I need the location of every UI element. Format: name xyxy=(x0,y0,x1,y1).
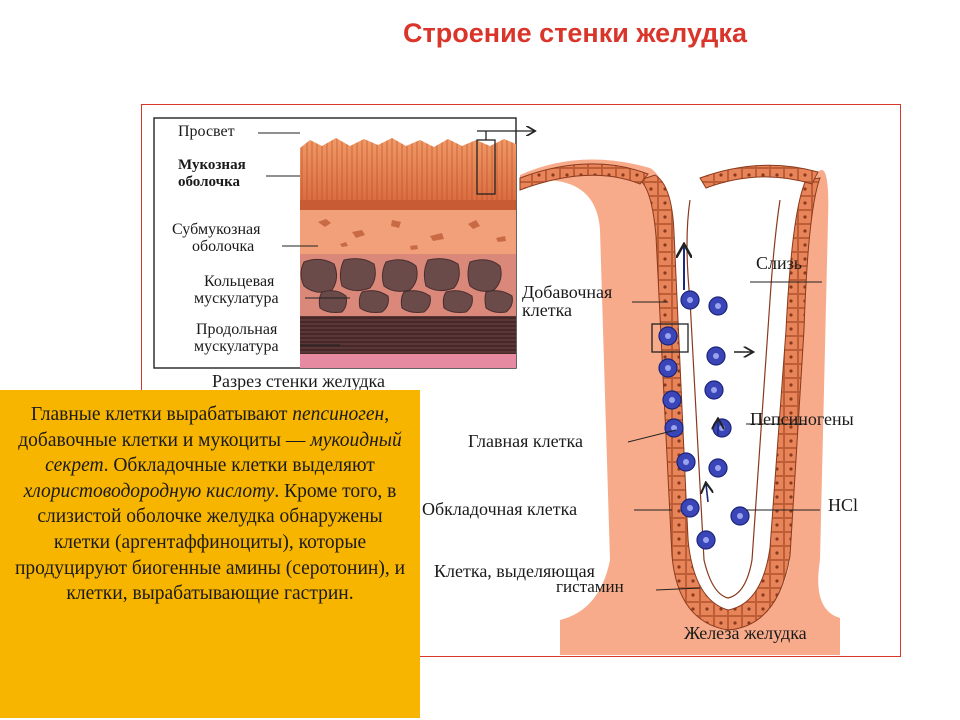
info-hydrochloric-acid: хлористоводородную кислоту xyxy=(23,480,275,502)
label-longitudinal-2: мускулатура xyxy=(194,338,279,355)
info-text-2: , добавочные клетки и мукоциты — xyxy=(18,404,390,451)
label-submucosa-2: оболочка xyxy=(192,238,255,255)
label-histamine-cell-2: гистамин xyxy=(556,577,624,596)
label-circular-2: мускулатура xyxy=(194,290,279,307)
label-histamine-cell-1: Клетка, выделяющая xyxy=(434,561,595,581)
label-lumen: Просвет xyxy=(178,123,235,140)
label-mucosa-2: оболочка xyxy=(178,174,241,190)
label-submucosa-1: Субмукозная xyxy=(172,221,261,238)
info-text-4: . Кроме того, в слизистой оболочке желуд… xyxy=(15,480,405,605)
label-chief-cell: Главная клетка xyxy=(468,431,583,451)
gland-caption: Железа желудка xyxy=(684,623,807,643)
figure-frame xyxy=(141,104,901,657)
info-text-1: Главные клетки вырабатывают xyxy=(30,404,293,425)
info-box: Главные клетки вырабатывают пепсиноген, … xyxy=(0,390,420,718)
info-mucoid-secretion: мукоидный секрет xyxy=(45,429,402,477)
info-pepsinogen: пепсиноген xyxy=(292,404,385,425)
label-accessory-1: Добавочная xyxy=(522,282,613,302)
info-text-3: . Обкладочные клетки выделяют xyxy=(103,455,375,477)
label-mucosa-1: Мукозная xyxy=(178,157,246,173)
label-circular-1: Кольцевая xyxy=(204,273,275,290)
wall-section xyxy=(153,117,534,369)
gastric-gland xyxy=(519,159,840,655)
label-hcl: HCl xyxy=(828,495,859,515)
label-mucus: Слизь xyxy=(756,253,802,273)
label-longitudinal-1: Продольная xyxy=(196,321,278,338)
label-accessory-2: клетка xyxy=(522,300,573,320)
wall-caption: Разрез стенки желудка xyxy=(212,371,385,391)
label-parietal-cell: Обкладочная клетка xyxy=(422,499,578,519)
label-pepsinogens: Пепсиногены xyxy=(750,409,854,429)
page-title: Строение стенки желудка xyxy=(403,18,747,48)
